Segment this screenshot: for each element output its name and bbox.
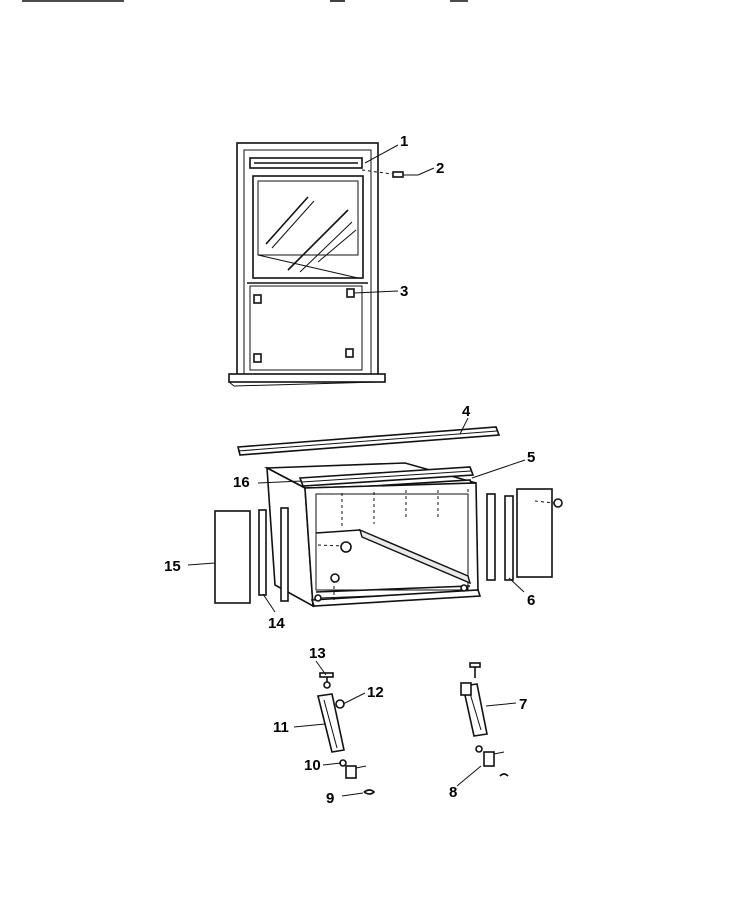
callout-8: 8 [449, 784, 457, 801]
callout-11: 11 [273, 719, 289, 736]
callout-2: 2 [436, 160, 444, 177]
right-support-bracket [460, 662, 509, 777]
window-assembly [228, 142, 418, 387]
leader-lines [187, 144, 526, 797]
callout-14: 14 [268, 615, 285, 632]
callout-10: 10 [304, 757, 321, 774]
right-side-parts [486, 488, 563, 581]
left-support-bracket [317, 672, 376, 795]
callout-16: 16 [233, 474, 250, 491]
callout-12: 12 [367, 684, 384, 701]
left-side-parts [214, 507, 289, 604]
callout-7: 7 [519, 696, 527, 713]
callout-1: 1 [400, 133, 408, 150]
cabinet-sleeve [263, 462, 482, 608]
callout-3: 3 [400, 283, 408, 300]
callout-9: 9 [326, 790, 334, 807]
callout-5: 5 [527, 449, 535, 466]
callout-4: 4 [462, 403, 471, 420]
callout-15: 15 [164, 558, 181, 575]
callout-labels: 1 2 3 4 5 16 15 6 14 13 12 11 10 9 7 8 [164, 133, 535, 807]
top-rail-part [236, 426, 501, 456]
callout-6: 6 [527, 592, 535, 609]
callout-13: 13 [309, 645, 326, 662]
